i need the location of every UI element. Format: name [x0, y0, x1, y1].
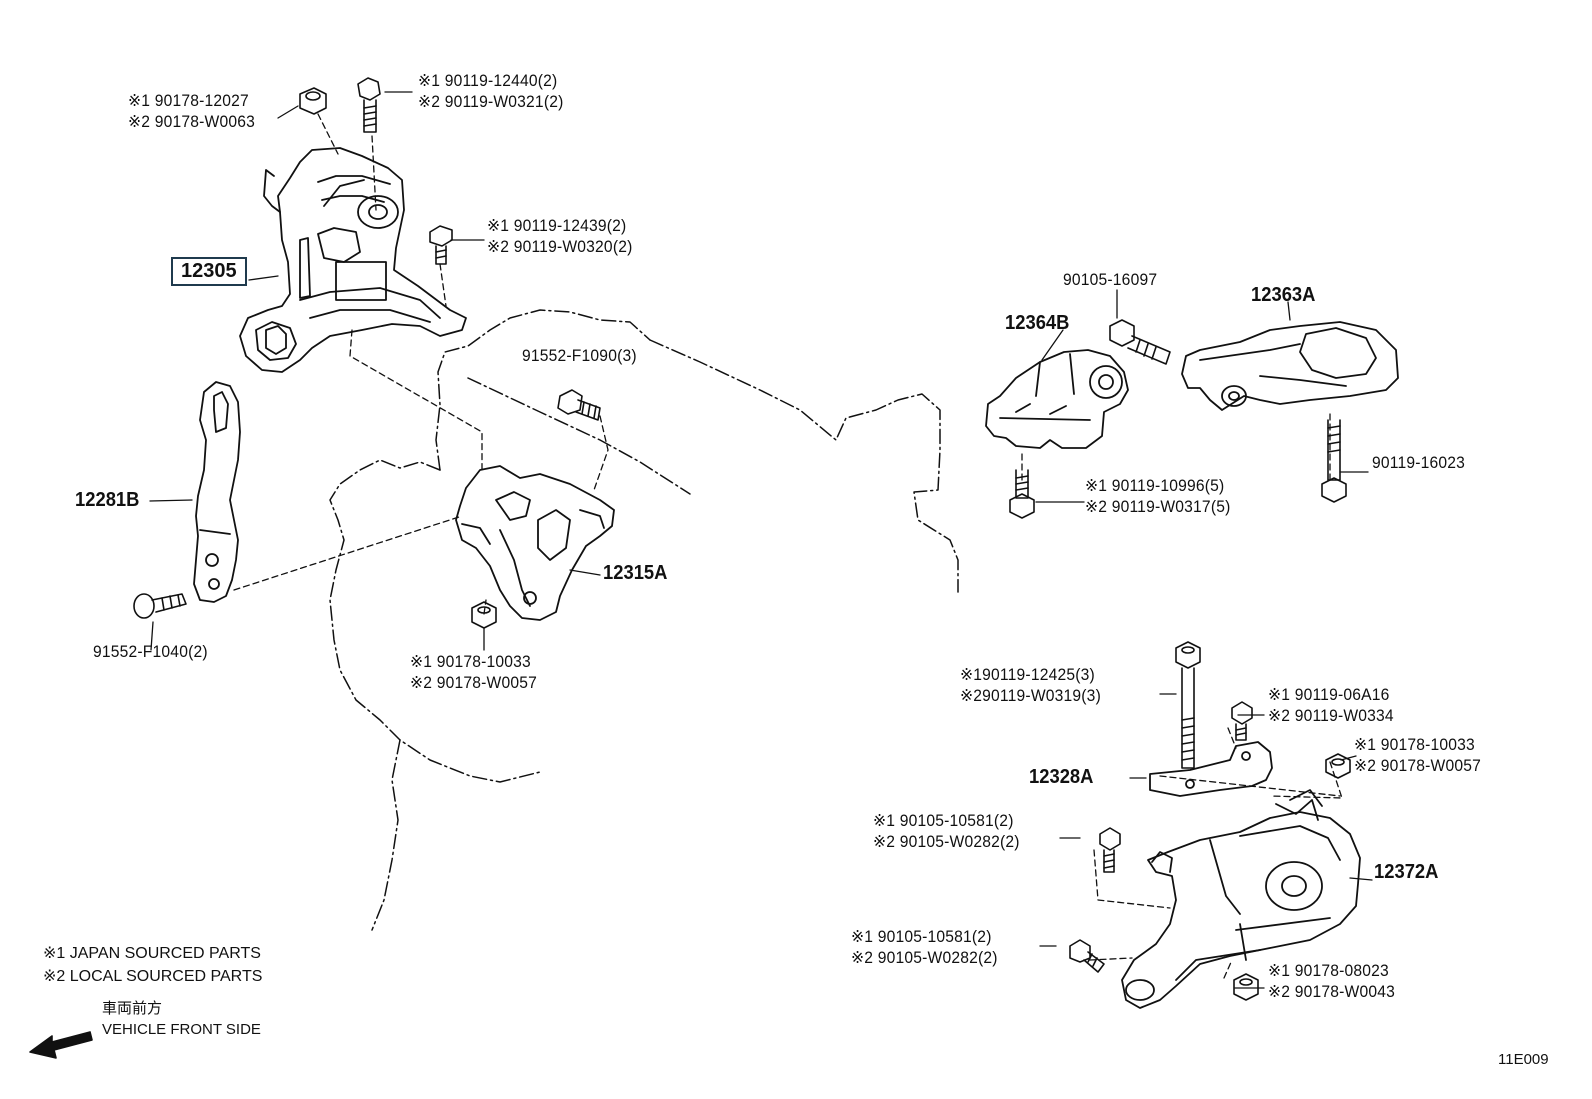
part-number-12328A[interactable]: 12328A [1029, 766, 1094, 788]
bolt-90105-16097 [1109, 319, 1171, 365]
nut-90178-10033-b [1325, 753, 1351, 779]
callout-line-1: ※1 90178-10033 [1354, 735, 1475, 754]
figure-code: 11E009 [1498, 1051, 1549, 1068]
part-12328A-plate [1149, 741, 1273, 797]
callout-line-2: ※2 90178-W0043 [1268, 982, 1395, 1001]
callout-bolt-90105-10581-a: ※1 90105-10581(2) ※2 90105-W0282(2) [873, 810, 1020, 852]
callout-line-1: ※1 90178-12027 [128, 91, 249, 110]
callout-line-1: ※1 90105-10581(2) [851, 927, 992, 946]
part-12305-mount [239, 147, 467, 373]
part-12372A [1121, 789, 1361, 1009]
callout-line-2: ※2 90178-W0057 [410, 673, 537, 692]
callout-line-1: ※1 90178-08023 [1268, 961, 1389, 980]
vehicle-front-label: 車両前方 VEHICLE FRONT SIDE [102, 998, 261, 1040]
part-12363A [1181, 321, 1399, 411]
callout-nut-90178-10033-b: ※1 90178-10033 ※2 90178-W0057 [1354, 734, 1481, 776]
callout-line-2: ※2 90178-W0063 [128, 112, 255, 131]
callout-line-2: ※2 90119-W0317(5) [1085, 497, 1231, 516]
part-number-12364B[interactable]: 12364B [1005, 312, 1070, 334]
callout-line-2: ※2 90119-W0320(2) [487, 237, 633, 256]
callout-line-1: ※190119-12425(3) [960, 665, 1095, 684]
callout-bolt-90105-10581-b: ※1 90105-10581(2) ※2 90105-W0282(2) [851, 926, 998, 968]
callout-line-1: ※1 90105-10581(2) [873, 811, 1014, 830]
leader-lines [149, 91, 1373, 989]
bolt-90119-06A16 [1231, 701, 1253, 741]
part-12281B-hook [193, 381, 241, 603]
legend-local-sourced: ※2 LOCAL SOURCED PARTS [43, 968, 263, 985]
callout-line-1: ※1 90178-10033 [410, 652, 531, 671]
callout-bolt-91552-F1090: 91552-F1090(3) [522, 346, 637, 365]
part-number-12315A[interactable]: 12315A [603, 562, 668, 584]
part-12364B [985, 349, 1129, 449]
callout-line-2: ※2 90105-W0282(2) [873, 832, 1020, 851]
callout-line-1: ※1 90119-10996(5) [1085, 476, 1225, 495]
nut-90178-10033-a [471, 601, 497, 629]
part-12315A-bracket [455, 465, 615, 621]
nut-90178-08023 [1233, 973, 1259, 1001]
bolt-90119-12425 [1175, 641, 1201, 769]
sourcing-legend: ※1 JAPAN SOURCED PARTS ※2 LOCAL SOURCED … [43, 942, 262, 988]
callout-line-2: ※290119-W0319(3) [960, 686, 1101, 705]
callout-bolt-90119-06A16: ※1 90119-06A16 ※2 90119-W0334 [1268, 684, 1394, 726]
callout-bolt-90105-16097: 90105-16097 [1063, 270, 1158, 289]
part-number-12305[interactable]: 12305 [171, 257, 247, 286]
legend-japan-sourced: ※1 JAPAN SOURCED PARTS [43, 945, 261, 962]
callout-line-1: ※1 90119-12440(2) [418, 71, 558, 90]
arrow-left-icon [29, 1031, 93, 1059]
callout-bolt-90119-16023: 90119-16023 [1372, 453, 1466, 472]
bolt-90105-10581-a [1099, 827, 1121, 873]
bolt-90119-12440 [357, 77, 381, 133]
engine-outline [329, 309, 959, 931]
callout-line-2: ※2 90119-W0334 [1268, 706, 1394, 725]
vehicle-front-jp: 車両前方 [102, 1000, 163, 1017]
vehicle-front-en: VEHICLE FRONT SIDE [102, 1021, 261, 1038]
callout-bolt-90119-12440: ※1 90119-12440(2) ※2 90119-W0321(2) [418, 70, 563, 112]
callout-bolt-91552-F1040: 91552-F1040(2) [93, 642, 208, 661]
callout-line-2: ※2 90119-W0321(2) [418, 92, 564, 111]
callout-line-1: ※1 90119-06A16 [1268, 685, 1390, 704]
callout-bolt-90119-12439: ※1 90119-12439(2) ※2 90119-W0320(2) [487, 215, 632, 257]
callout-nut-90178-10033-a: ※1 90178-10033 ※2 90178-W0057 [410, 651, 537, 693]
callout-nut-90178-12027: ※1 90178-12027 ※2 90178-W0063 [128, 90, 255, 132]
bolt-91552-F1040 [133, 593, 187, 619]
callout-line-2: ※2 90178-W0057 [1354, 756, 1481, 775]
callout-line-1: ※1 90119-12439(2) [487, 216, 627, 235]
part-number-12372A[interactable]: 12372A [1374, 861, 1439, 883]
callout-bolt-90119-10996: ※1 90119-10996(5) ※2 90119-W0317(5) [1085, 475, 1230, 517]
callout-nut-90178-08023: ※1 90178-08023 ※2 90178-W0043 [1268, 960, 1395, 1002]
nut-90178-12027 [299, 87, 327, 115]
part-number-12363A[interactable]: 12363A [1251, 284, 1316, 306]
part-number-12281B[interactable]: 12281B [75, 489, 140, 511]
callout-line-2: ※2 90105-W0282(2) [851, 948, 998, 967]
bolt-90119-12439 [429, 225, 453, 265]
callout-bolt-90119-12425: ※190119-12425(3) ※290119-W0319(3) [960, 664, 1101, 706]
bolt-90119-10996 [1009, 469, 1035, 519]
bolt-90105-10581-b [1069, 939, 1105, 973]
bolt-91552-F1090 [557, 389, 601, 421]
bolt-90119-16023 [1321, 419, 1347, 503]
